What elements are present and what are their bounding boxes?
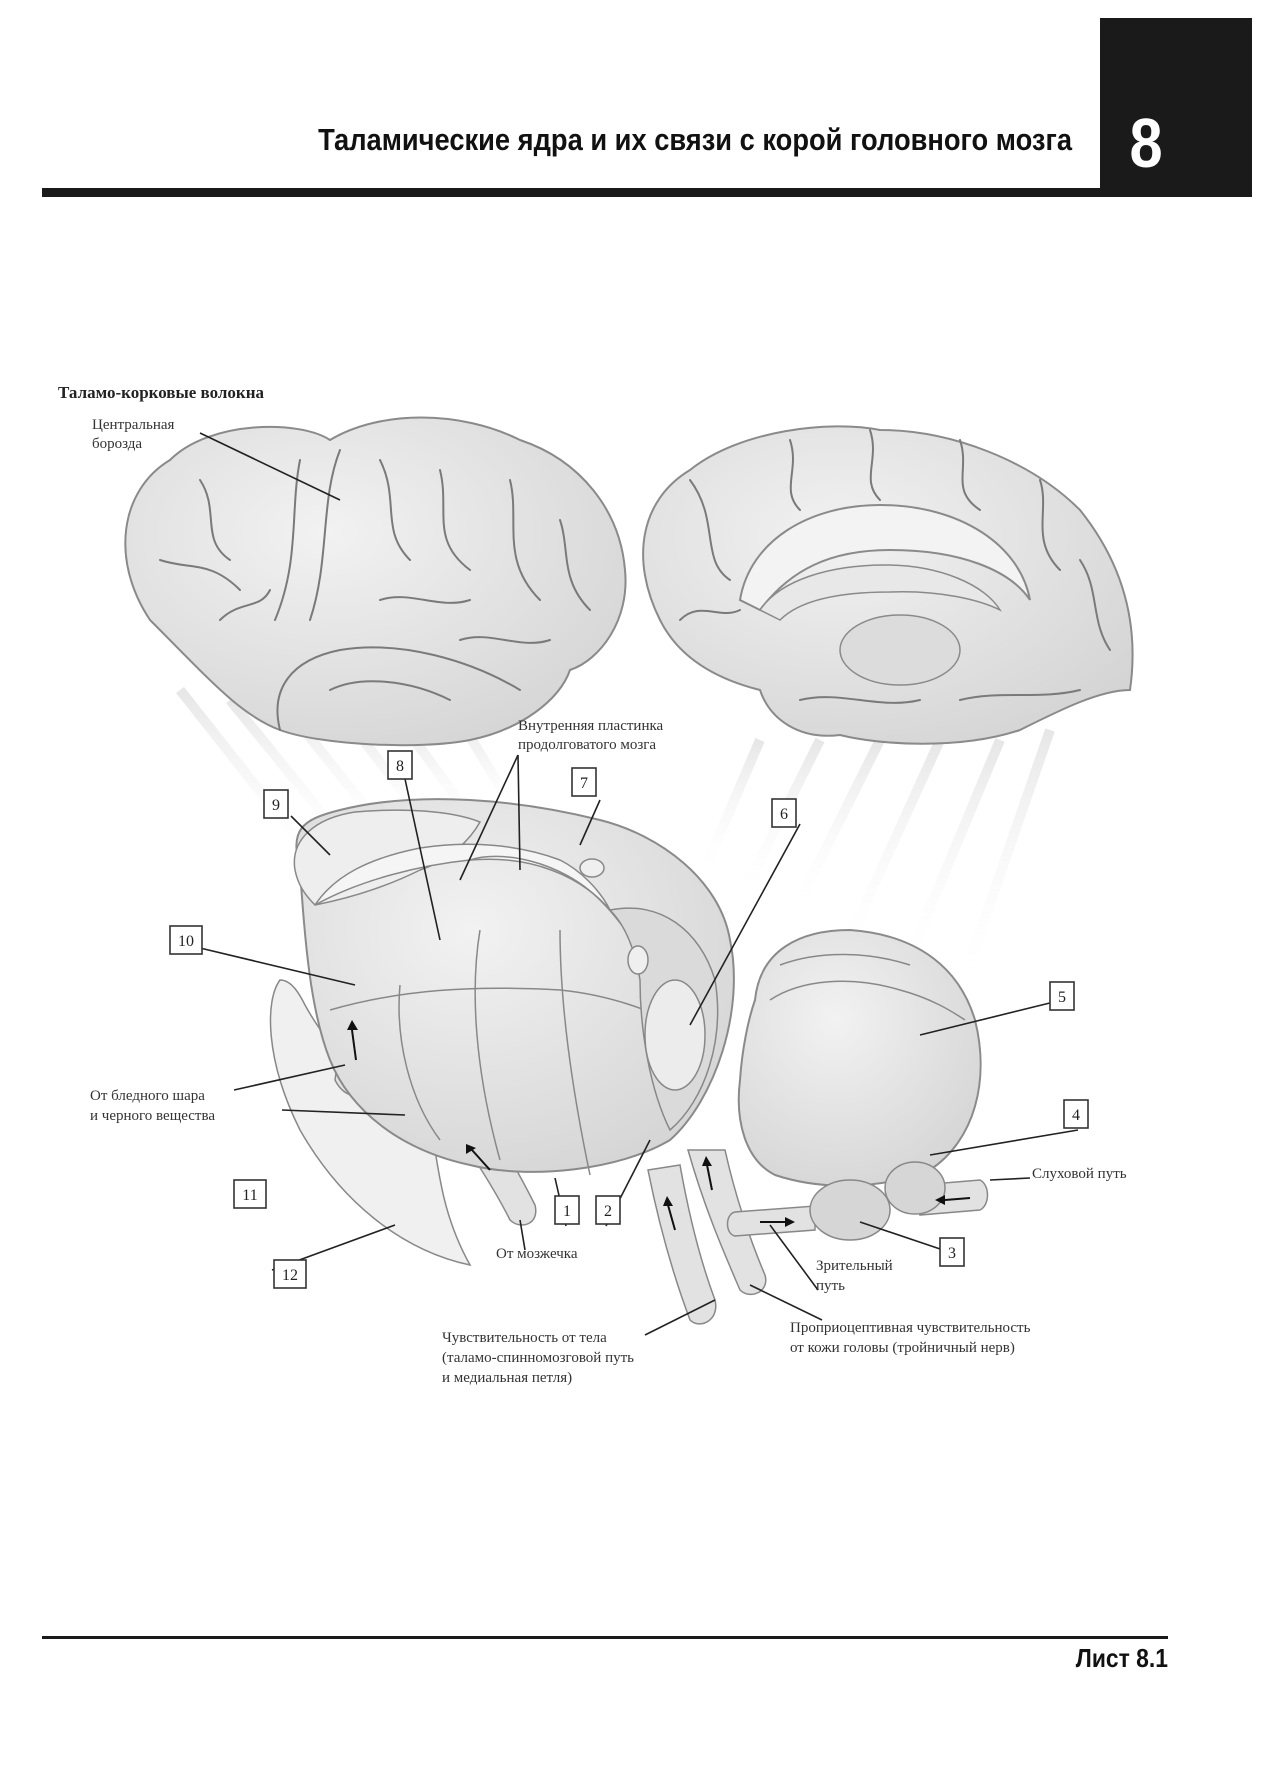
svg-text:4: 4	[1072, 1107, 1080, 1124]
svg-text:5: 5	[1058, 989, 1066, 1006]
callout-8: 8	[387, 750, 413, 780]
label-proprio-2: от кожи головы (тройничный нерв)	[790, 1340, 1015, 1356]
label-body-sens-3: и медиальная петля)	[442, 1370, 572, 1386]
label-pallidus-1: От бледного шара	[90, 1088, 205, 1104]
callout-5: 5	[1049, 981, 1075, 1011]
callout-11: 11	[233, 1179, 267, 1209]
thalamus-model	[269, 798, 989, 1325]
svg-text:11: 11	[242, 1187, 257, 1204]
svg-text:9: 9	[272, 797, 280, 814]
callout-7: 7	[571, 767, 597, 797]
sheet-label: Лист 8.1	[1075, 1643, 1168, 1673]
svg-text:8: 8	[396, 758, 404, 775]
svg-text:6: 6	[780, 806, 788, 823]
chapter-tab	[1100, 18, 1252, 196]
label-auditory: Слуховой путь	[1032, 1166, 1127, 1182]
label-body-sens-2: (таламо-спинномозговой путь	[442, 1350, 634, 1366]
leader-lines	[199, 432, 1079, 1336]
label-cerebellum: От мозжечка	[496, 1246, 578, 1262]
header-rule	[42, 188, 1252, 197]
callout-4: 4	[1063, 1099, 1089, 1129]
chapter-number: 8	[1129, 104, 1163, 182]
callout-9: 9	[263, 789, 289, 819]
footer-rule	[42, 1636, 1168, 1639]
callout-12: 12	[273, 1259, 307, 1289]
callout-3: 3	[939, 1237, 965, 1267]
label-pallidus-2: и черного вещества	[90, 1108, 215, 1124]
label-internal-lamina-2: продолговатого мозга	[518, 737, 656, 753]
callout-10: 10	[169, 925, 203, 955]
brain-lateral-view	[124, 416, 627, 747]
label-visual-2: путь	[816, 1278, 845, 1294]
label-central-sulcus-1: Центральная	[92, 417, 175, 433]
svg-text:2: 2	[604, 1203, 612, 1220]
svg-text:10: 10	[178, 933, 194, 950]
brain-medial-view	[642, 425, 1134, 745]
callout-1: 1	[554, 1195, 580, 1225]
label-proprio-1: Проприоцептивная чувствительность	[790, 1320, 1031, 1336]
section-heading: Таламо-корковые волокна	[58, 383, 265, 402]
callout-2: 2	[595, 1195, 621, 1225]
callout-6: 6	[771, 798, 797, 828]
svg-text:3: 3	[948, 1245, 956, 1262]
svg-text:1: 1	[563, 1203, 571, 1220]
page-title: Таламические ядра и их связи с корой гол…	[318, 122, 1073, 157]
svg-text:12: 12	[282, 1267, 298, 1284]
label-visual-1: Зрительный	[816, 1258, 893, 1274]
svg-text:7: 7	[580, 775, 588, 792]
label-internal-lamina-1: Внутренняя пластинка	[518, 718, 664, 734]
label-body-sens-1: Чувствительность от тела	[442, 1330, 607, 1346]
label-central-sulcus-2: борозда	[92, 436, 142, 452]
